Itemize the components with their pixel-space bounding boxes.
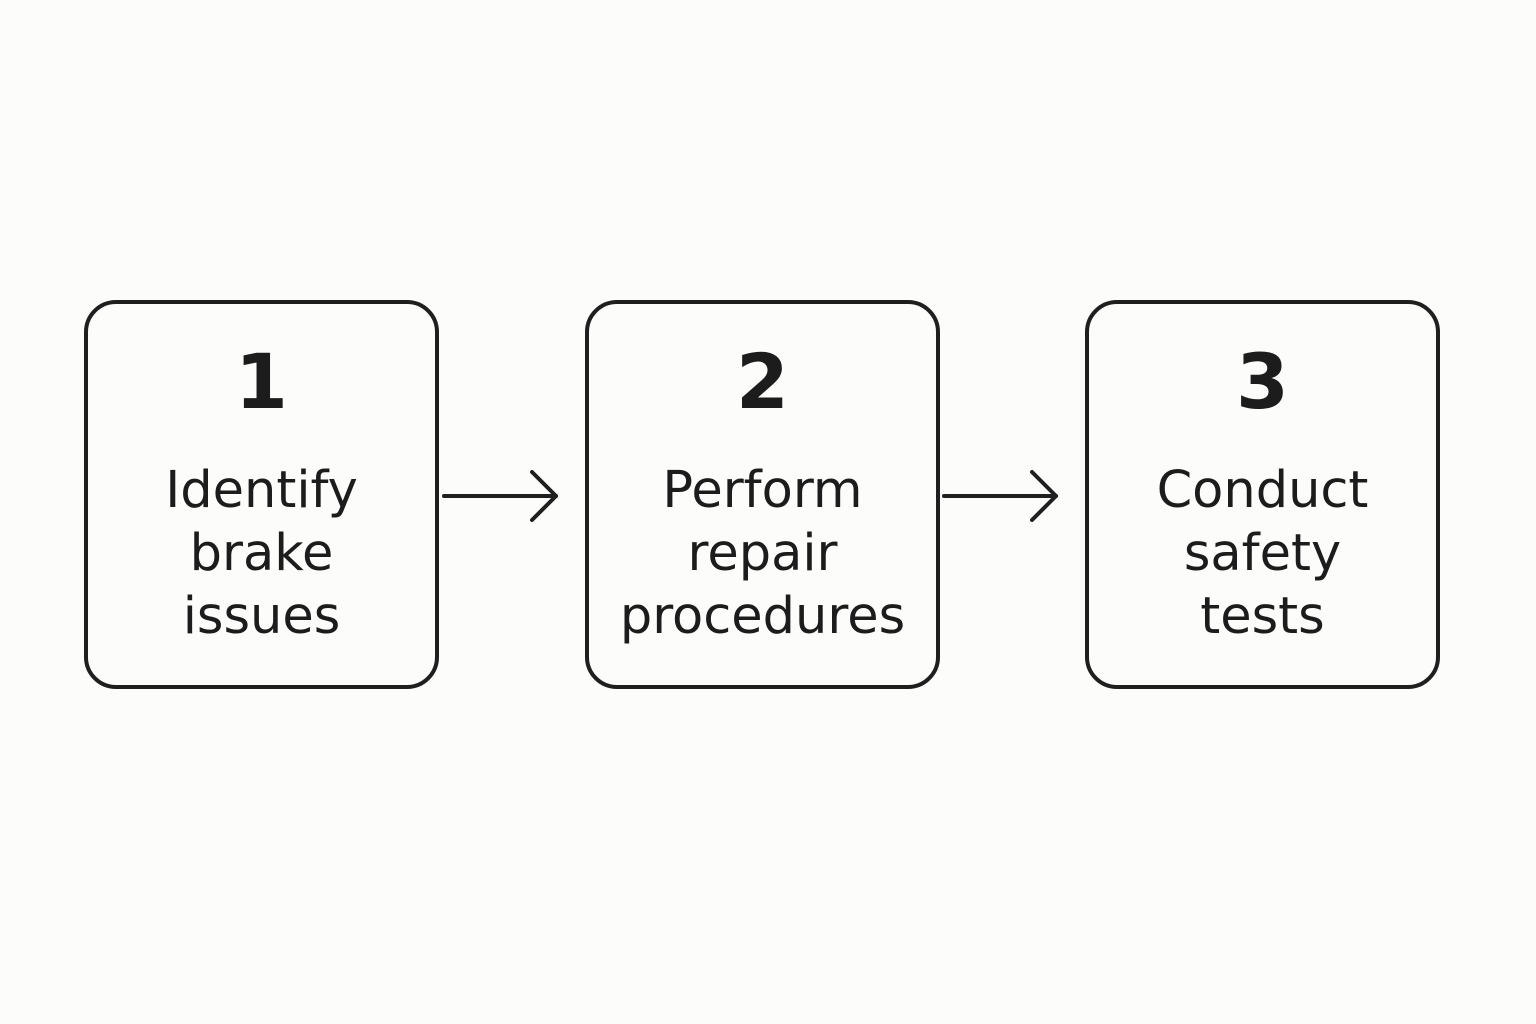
step-label-2: Perform repair procedures	[619, 461, 906, 646]
step-label-1: Identify brake issues	[165, 461, 358, 646]
step-box-3: 3 Conduct safety tests	[1085, 300, 1440, 689]
step-number-3: 3	[1236, 337, 1289, 426]
step-box-2: 2 Perform repair procedures	[585, 300, 940, 689]
step-number-1: 1	[235, 337, 288, 426]
step-box-1: 1 Identify brake issues	[84, 300, 439, 689]
arrow-right-icon	[442, 470, 558, 522]
step-number-2: 2	[736, 337, 789, 426]
step-label-3: Conduct safety tests	[1156, 461, 1369, 646]
arrow-right-icon	[942, 470, 1058, 522]
